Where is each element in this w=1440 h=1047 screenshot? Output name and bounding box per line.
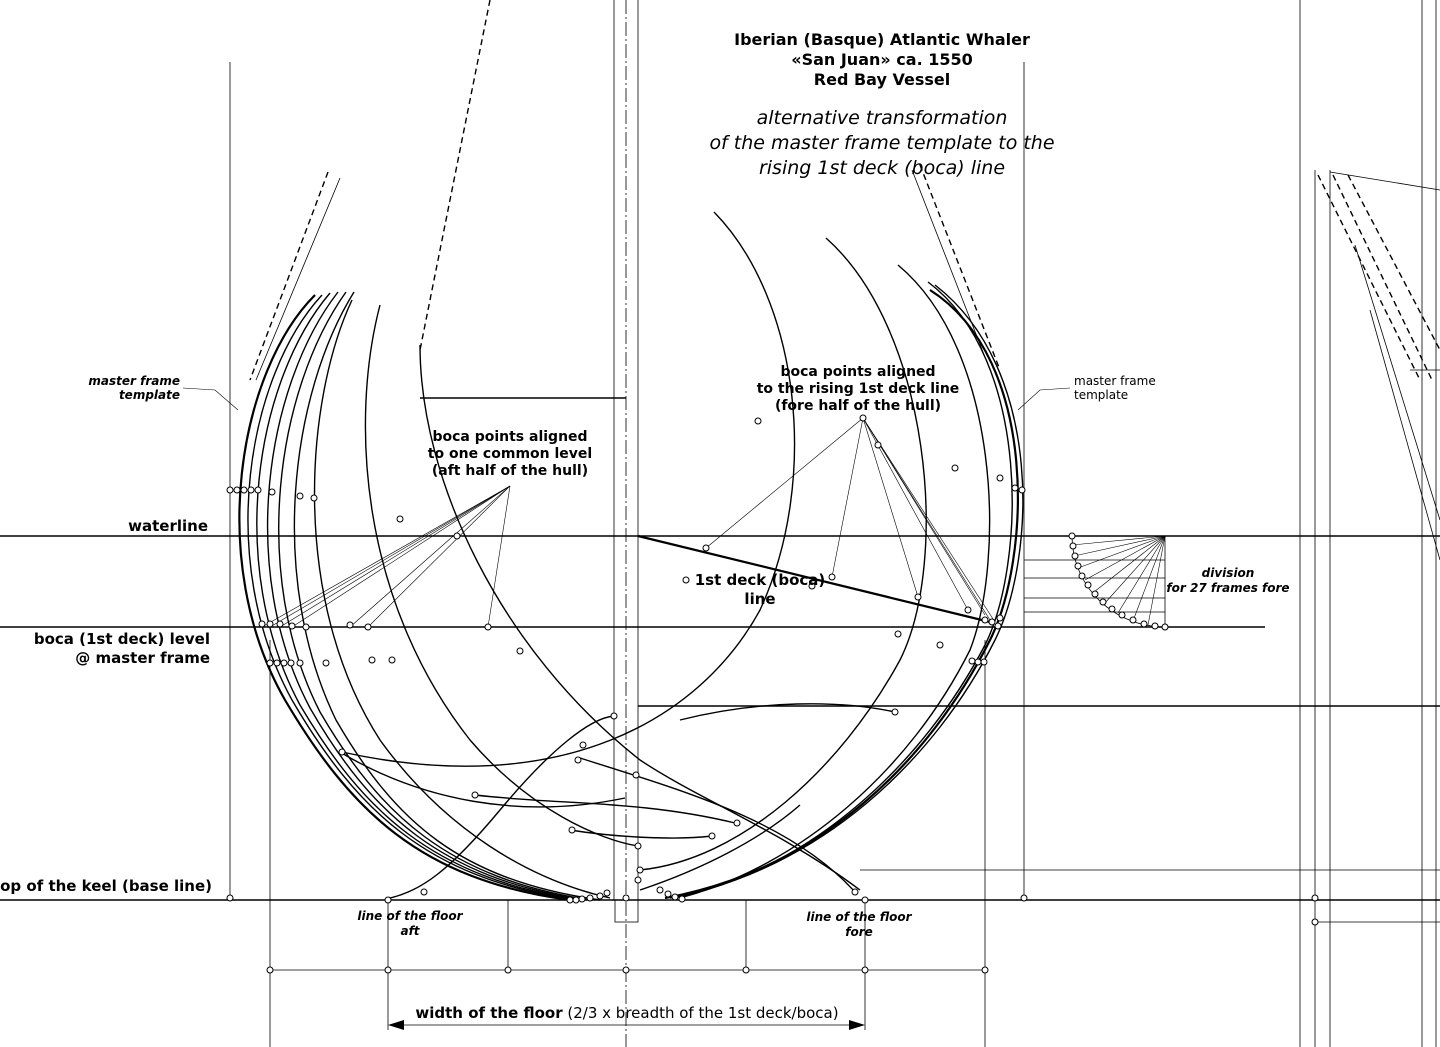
title-line-3: Red Bay Vessel bbox=[814, 70, 950, 89]
floor-aft-label-2: aft bbox=[400, 924, 420, 938]
title-line-1: Iberian (Basque) Atlantic Whaler bbox=[734, 30, 1030, 49]
floor-line-aft bbox=[384, 715, 615, 900]
master-frame-right-1: master frame bbox=[1074, 374, 1156, 388]
division-label-1: division bbox=[1202, 566, 1255, 580]
floor-fore-label-1: line of the floor bbox=[806, 910, 912, 924]
master-frame-right-2: template bbox=[1074, 388, 1128, 402]
first-deck-boca-line bbox=[637, 534, 991, 624]
title-line-2: «San Juan» ca. 1550 bbox=[791, 50, 973, 69]
aft-frames bbox=[238, 291, 861, 902]
subtitle-line-1: alternative transformation bbox=[757, 107, 1008, 129]
subtitle-line-2: of the master frame template to the bbox=[709, 132, 1054, 154]
boca-level-label-2: @ master frame bbox=[75, 649, 210, 667]
floor-fore-label-2: fore bbox=[845, 925, 873, 939]
template-dashes bbox=[249, 0, 1440, 561]
aft-boca-label-2: to one common level bbox=[428, 446, 592, 462]
fore-boca-label-1: boca points aligned bbox=[780, 364, 935, 380]
title-block: Iberian (Basque) Atlantic Whaler «San Ju… bbox=[709, 30, 1054, 179]
floor-width-label-bold: width of the floor bbox=[415, 1004, 563, 1022]
construction-verticals bbox=[229, 0, 1437, 1047]
floor-width-dimension bbox=[388, 1020, 865, 1030]
keel-label: top of the keel (base line) bbox=[0, 877, 212, 895]
fore-boca-label-2: to the rising 1st deck line bbox=[757, 381, 960, 397]
deck-line-label-1: 1st deck (boca) bbox=[695, 571, 826, 589]
waterline-label: waterline bbox=[128, 517, 208, 535]
deck-line-label-2: line bbox=[744, 590, 775, 608]
floor-width-label: width of the floor (2/3 x breadth of the… bbox=[415, 1004, 838, 1022]
aft-boca-label-1: boca points aligned bbox=[432, 429, 587, 445]
boca-level-label-1: boca (1st deck) level bbox=[34, 630, 210, 648]
master-frame-left-1: master frame bbox=[88, 374, 180, 388]
floor-lines bbox=[384, 715, 856, 900]
construction-points bbox=[226, 414, 1319, 974]
division-label-2: for 27 frames fore bbox=[1166, 581, 1289, 595]
aft-boca-label-3: (aft half of the hull) bbox=[432, 463, 588, 479]
floor-line-fore bbox=[579, 757, 856, 893]
fore-boca-label-3: (fore half of the hull) bbox=[775, 398, 941, 414]
floor-aft-label-1: line of the floor bbox=[357, 909, 463, 923]
division-fan bbox=[1071, 535, 1166, 628]
fore-frames bbox=[341, 211, 1024, 900]
floor-width-label-rest: (2/3 x breadth of the 1st deck/boca) bbox=[563, 1004, 839, 1022]
master-frame-left-2: template bbox=[119, 388, 180, 402]
annotation-leaders bbox=[182, 387, 1071, 628]
subtitle-line-3: rising 1st deck (boca) line bbox=[759, 157, 1005, 179]
